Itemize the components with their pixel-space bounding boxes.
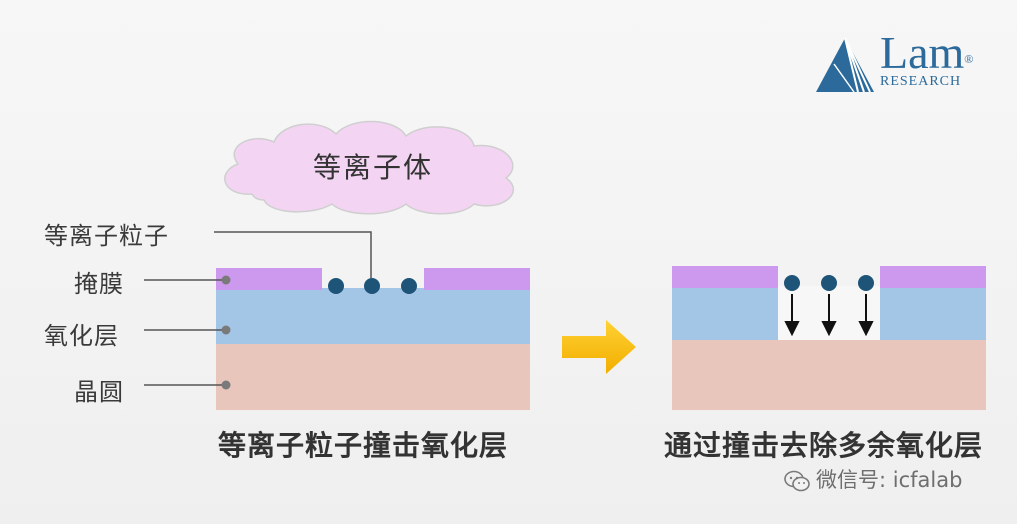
watermark-text: 微信号: icfalab	[816, 468, 963, 492]
right-particle-1	[784, 275, 800, 291]
left-mask-left	[216, 268, 322, 290]
plasma-label: 等离子体	[312, 151, 433, 184]
right-oxide-right	[880, 286, 986, 340]
left-particle-2	[364, 278, 380, 294]
label-mask: 掩膜	[74, 270, 124, 298]
wechat-icon	[784, 470, 810, 492]
dot-mask	[221, 275, 231, 285]
right-wafer-layer	[672, 340, 986, 410]
dot-oxide	[221, 325, 231, 335]
left-oxide-layer	[216, 288, 530, 344]
lam-triangle-icon	[816, 37, 874, 93]
label-oxide: 氧化层	[44, 322, 119, 350]
right-oxide-left	[672, 286, 778, 340]
dot-wafer	[221, 380, 231, 390]
lam-research-logo: Lam® RESEARCH	[814, 30, 984, 100]
label-particles: 等离子粒子	[44, 222, 169, 250]
left-wafer-layer	[216, 344, 530, 410]
right-mask-left	[672, 266, 778, 288]
watermark: 微信号: icfalab	[784, 464, 962, 494]
left-particle-1	[328, 278, 344, 294]
caption-right: 通过撞击去除多余氧化层	[664, 429, 984, 462]
right-mask-right	[880, 266, 986, 288]
left-particle-3	[401, 278, 417, 294]
logo-subtitle: RESEARCH	[880, 74, 962, 89]
impact-arrows	[784, 294, 874, 337]
caption-left: 等离子粒子撞击氧化层	[218, 429, 509, 462]
right-particle-2	[821, 275, 837, 291]
plasma-cloud	[224, 120, 514, 215]
leader-particles	[214, 231, 372, 278]
logo-wordmark: Lam®	[880, 27, 974, 78]
label-wafer: 晶圆	[74, 378, 124, 406]
process-arrow-icon	[562, 320, 636, 374]
left-mask-right	[424, 268, 530, 290]
right-particle-3	[858, 275, 874, 291]
